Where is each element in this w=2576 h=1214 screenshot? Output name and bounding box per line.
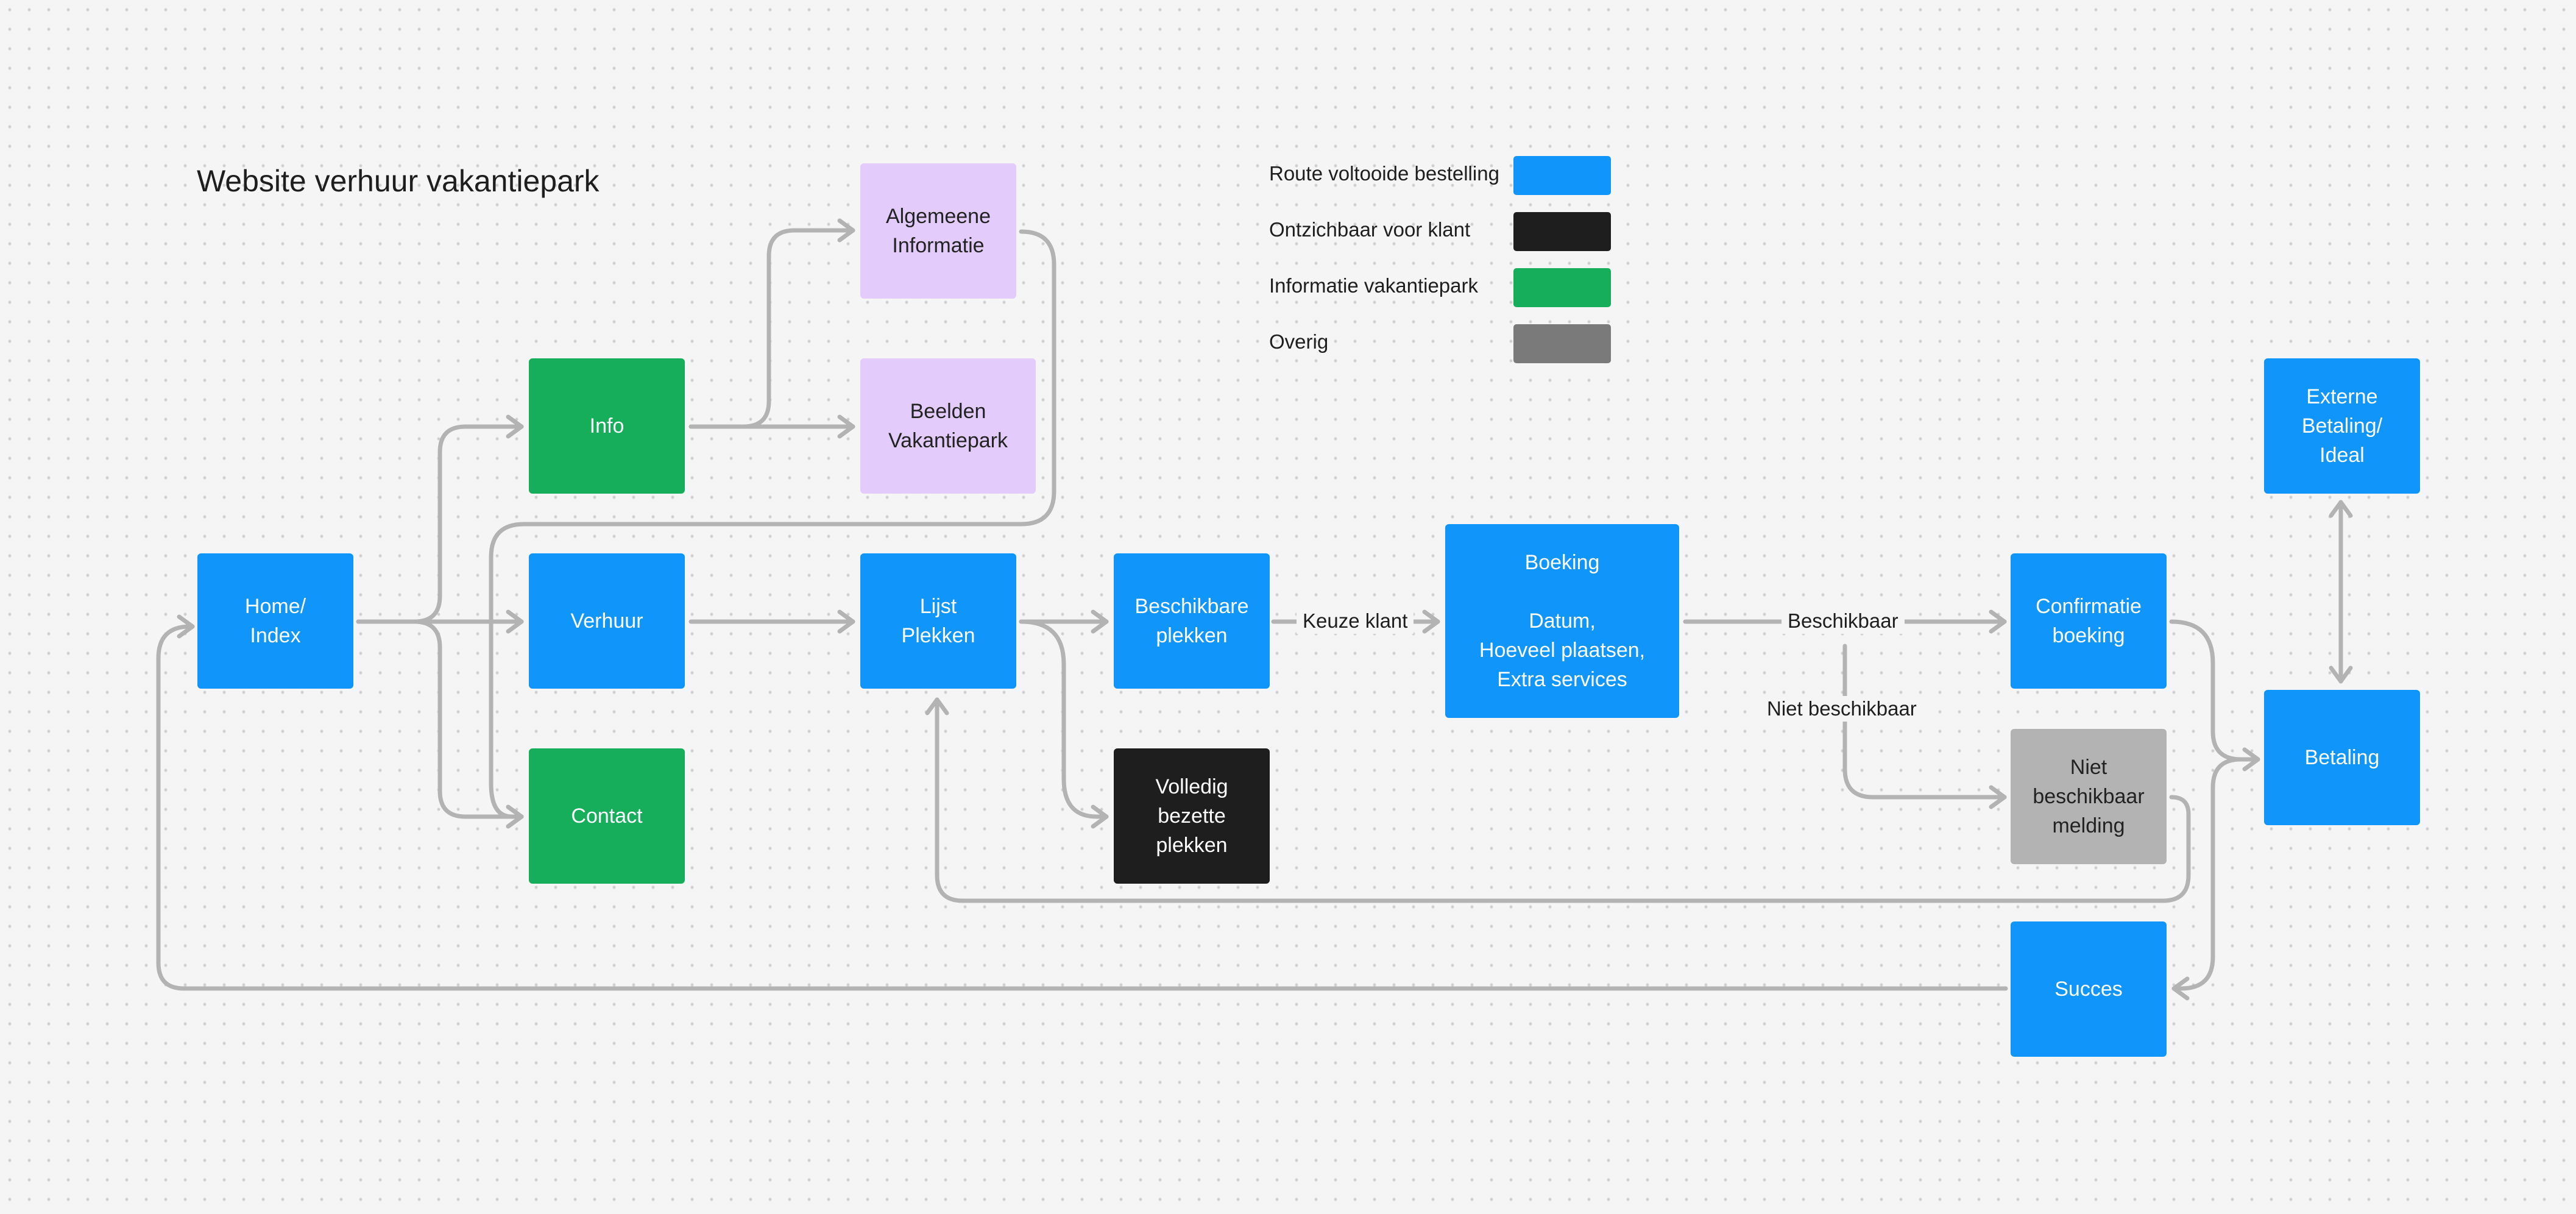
legend-swatch-informatie	[1513, 268, 1611, 307]
legend-swatch-overig	[1513, 324, 1611, 363]
edge-algemeen-contact	[489, 229, 1056, 829]
node-confirmatie-boeking[interactable]: Confirmatie boeking	[2011, 553, 2167, 689]
node-lijst-plekken[interactable]: Lijst Plekken	[860, 553, 1016, 689]
diagram-title: Website verhuur vakantiepark	[197, 164, 600, 198]
legend-swatch-route	[1513, 156, 1611, 195]
node-volledig-bezette-plekken[interactable]: Volledig bezette plekken	[1114, 748, 1270, 884]
node-algemeene-informatie[interactable]: Algemeene Informatie	[860, 163, 1016, 299]
node-beelden-vakantiepark[interactable]: Beelden Vakantiepark	[860, 358, 1036, 494]
edge-betaling-succes	[2171, 757, 2243, 1001]
node-boeking[interactable]: Boeking Datum, Hoeveel plaatsen, Extra s…	[1445, 524, 1679, 718]
node-beschikbare-plekken[interactable]: Beschikbare plekken	[1114, 553, 1270, 689]
legend-label-route: Route voltooide bestelling	[1269, 162, 1499, 185]
node-betaling[interactable]: Betaling	[2264, 690, 2420, 825]
node-succes[interactable]: Succes	[2011, 921, 2167, 1057]
node-externe-betaling[interactable]: Externe Betaling/ Ideal	[2264, 358, 2420, 494]
edge-succes-home	[156, 614, 2008, 991]
node-contact[interactable]: Contact	[529, 748, 685, 884]
edge-label-keuze-klant: Keuze klant	[1297, 608, 1414, 634]
legend-label-ontzichbaar: Ontzichbaar voor klant	[1269, 218, 1471, 241]
edge-info-algemeen	[688, 218, 855, 429]
legend-label-informatie: Informatie vakantiepark	[1269, 274, 1479, 297]
edge-label-niet-beschikbaar: Niet beschikbaar	[1761, 696, 1923, 722]
legend-label-overig: Overig	[1269, 330, 1329, 353]
node-niet-beschikbaar-melding[interactable]: Niet beschikbaar melding	[2011, 729, 2167, 864]
edge-lijst-volledig	[1019, 619, 1109, 829]
edge-label-beschikbaar: Beschikbaar	[1782, 608, 1905, 634]
edge-home-contact	[412, 619, 524, 829]
node-verhuur[interactable]: Verhuur	[529, 553, 685, 689]
node-info[interactable]: Info	[529, 358, 685, 494]
legend-swatch-ontzichbaar	[1513, 212, 1611, 251]
node-home[interactable]: Home/ Index	[197, 553, 353, 689]
edge-confirmatie-betaling	[2169, 619, 2260, 772]
edge-home-info	[356, 414, 524, 624]
edge-beschikbaar-niet	[1842, 644, 2007, 809]
edge-niet-lijst	[925, 697, 2191, 903]
